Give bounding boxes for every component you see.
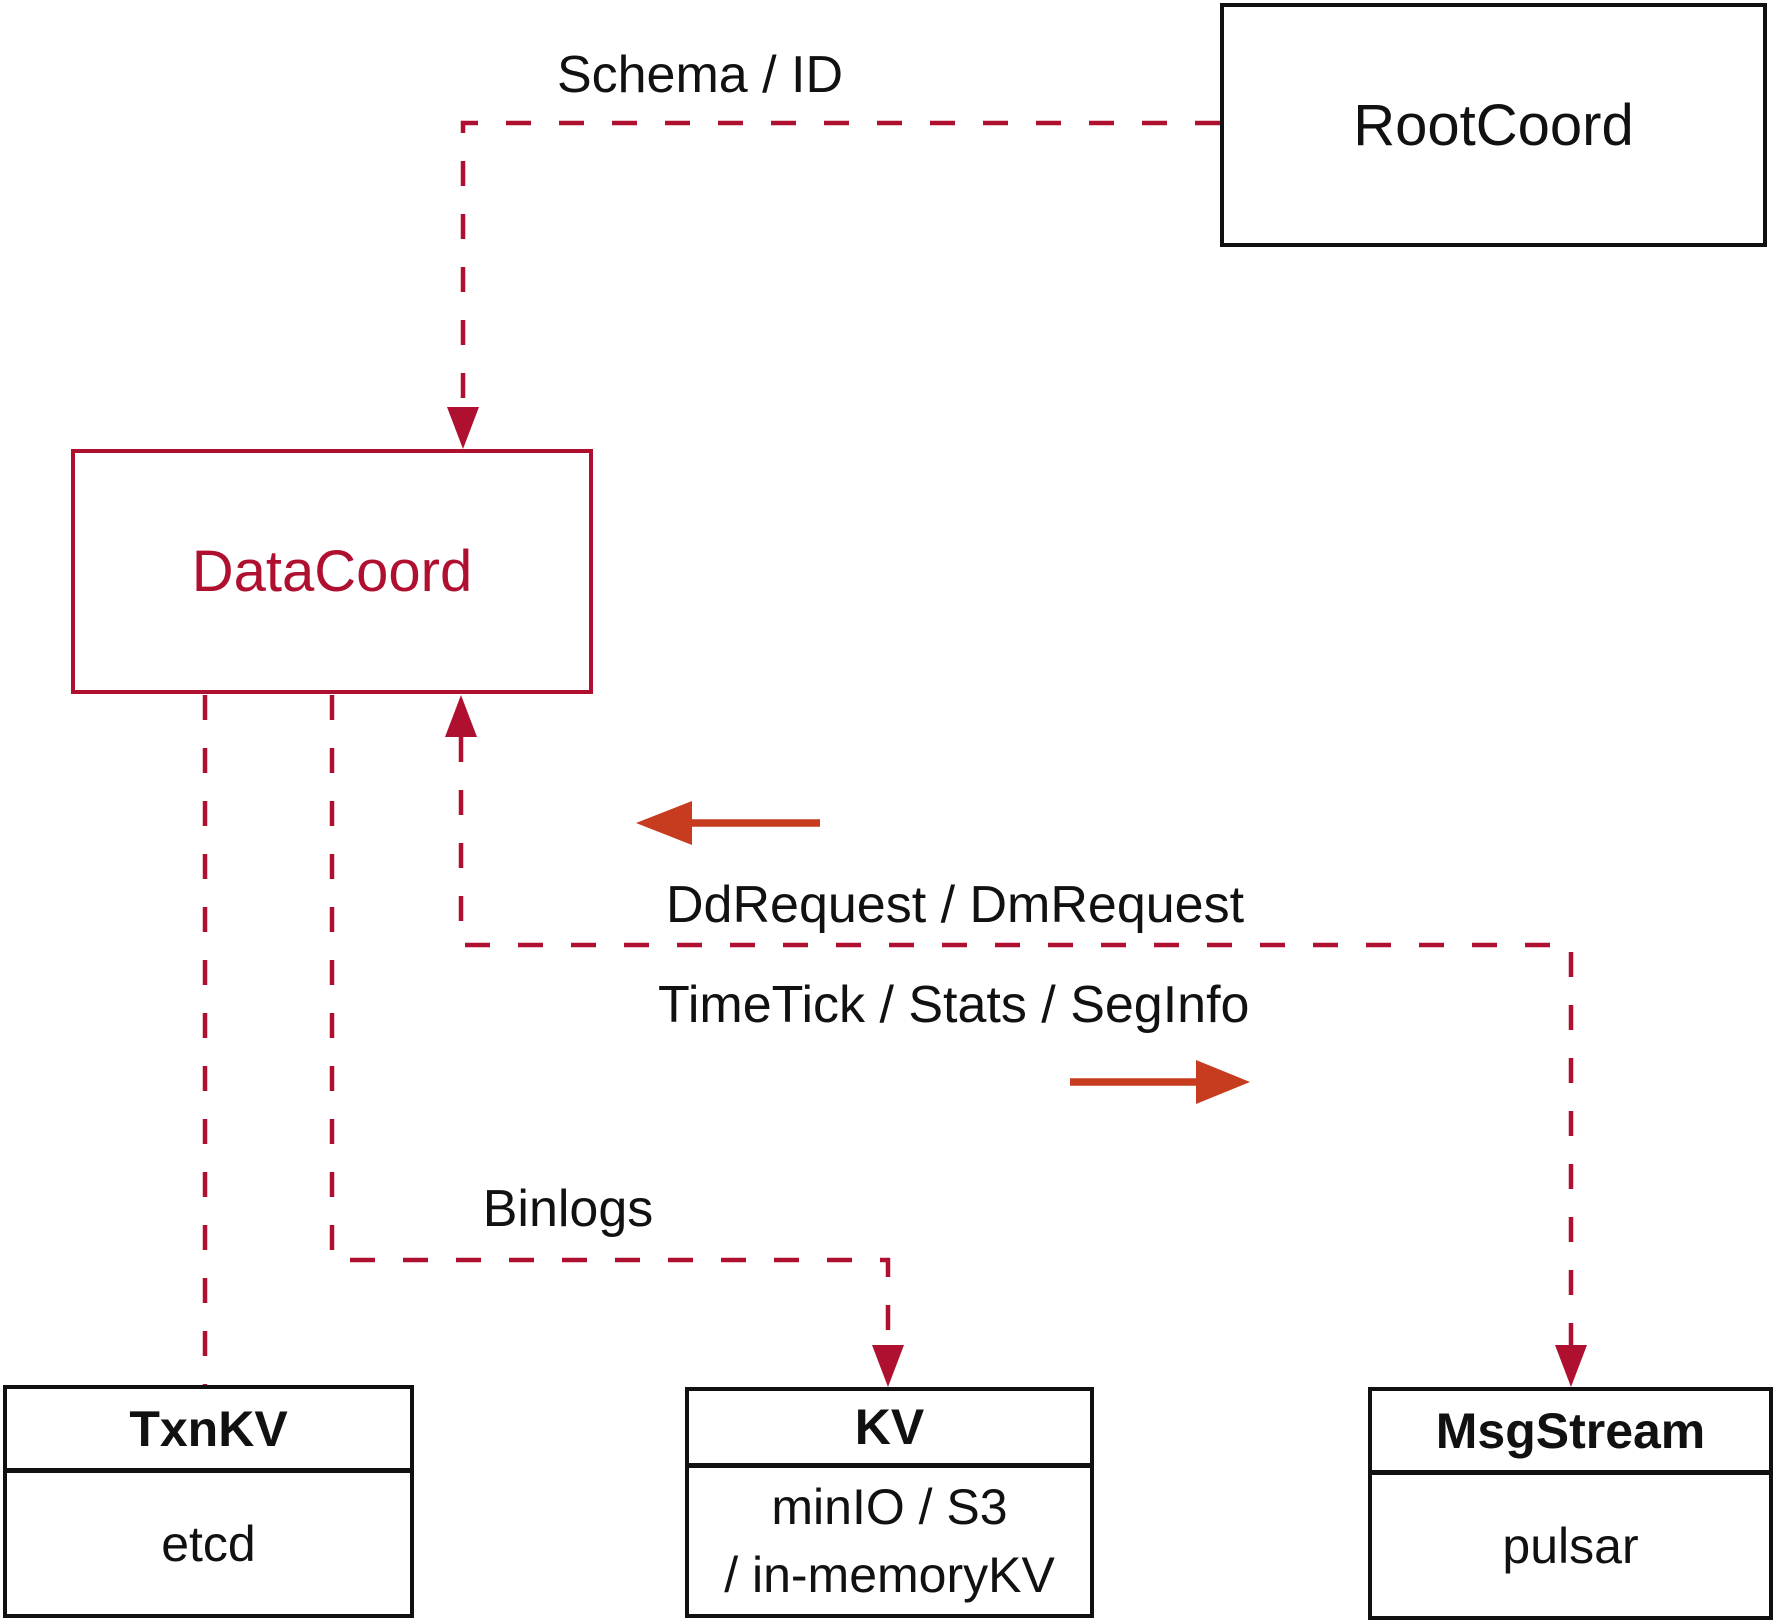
edge-label-binlogs: Binlogs bbox=[482, 1180, 654, 1238]
node-txnkv-body-text: etcd bbox=[161, 1515, 256, 1572]
connector-schema-id-arrowhead-down bbox=[447, 407, 479, 449]
connector-binlogs bbox=[329, 695, 891, 1345]
node-kv: KV minIO / S3 / in-memoryKV bbox=[685, 1387, 1094, 1618]
connector-msgstream bbox=[458, 737, 1574, 1345]
edge-label-dd-request: DdRequest / DmRequest bbox=[666, 876, 1245, 934]
connector-msgstream-arrowhead-up bbox=[445, 695, 477, 737]
node-datacoord: DataCoord bbox=[71, 449, 593, 694]
node-kv-body-line1: minIO / S3 bbox=[771, 1479, 1008, 1535]
node-rootcoord: RootCoord bbox=[1220, 3, 1767, 247]
node-msgstream-body-text: pulsar bbox=[1502, 1517, 1639, 1574]
node-msgstream-body: pulsar bbox=[1372, 1475, 1769, 1616]
right-flow-arrow-head bbox=[1196, 1060, 1250, 1104]
node-txnkv: TxnKV etcd bbox=[3, 1385, 414, 1618]
node-rootcoord-title: RootCoord bbox=[1353, 92, 1634, 158]
node-datacoord-title: DataCoord bbox=[191, 539, 473, 604]
connector-schema-id bbox=[460, 120, 1220, 437]
edge-label-time-tick: TimeTick / Stats / SegInfo bbox=[658, 976, 1250, 1034]
edge-label-schema-id: Schema / ID bbox=[556, 46, 844, 104]
left-flow-arrow-head bbox=[636, 801, 692, 845]
node-kv-body-line2: / in-memoryKV bbox=[724, 1547, 1055, 1603]
node-msgstream-header: MsgStream bbox=[1372, 1391, 1769, 1475]
node-kv-header: KV bbox=[689, 1391, 1090, 1468]
node-txnkv-body: etcd bbox=[7, 1473, 410, 1614]
connector-msgstream-arrowhead-down bbox=[1555, 1345, 1587, 1387]
connector-binlogs-arrowhead-down bbox=[872, 1345, 904, 1387]
node-msgstream: MsgStream pulsar bbox=[1368, 1387, 1773, 1620]
node-txnkv-header: TxnKV bbox=[7, 1389, 410, 1473]
node-kv-body: minIO / S3 / in-memoryKV bbox=[689, 1468, 1090, 1614]
